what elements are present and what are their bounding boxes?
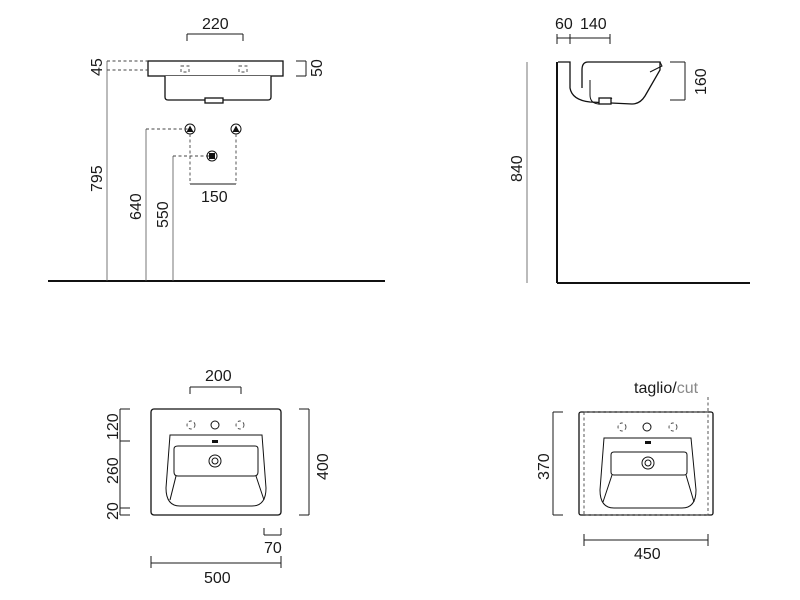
basin-rim — [147, 60, 284, 77]
dim-60-label: 60 — [555, 16, 573, 33]
tap-hole-right — [238, 65, 248, 73]
dim-500-label: 500 — [204, 570, 231, 587]
dim-220-label: 220 — [202, 16, 229, 33]
dim-45-label: 45 — [89, 58, 106, 76]
dim-400-label: 400 — [315, 453, 332, 480]
basin-waste-outlet — [204, 97, 224, 104]
waste-symbol-icon — [206, 150, 218, 162]
dim-840-label: 840 — [509, 155, 526, 182]
dim-450-label: 450 — [634, 546, 661, 563]
dim-160-label: 160 — [693, 68, 710, 95]
dim-260-label: 260 — [105, 457, 122, 484]
plan-view: 200 120 260 20 400 70 500 — [105, 368, 332, 587]
dim-150-label: 150 — [201, 189, 228, 206]
dim-20-label: 20 — [105, 502, 122, 520]
dim-550-label: 550 — [155, 201, 172, 228]
cut-view: taglio/cut 370 450 — [536, 380, 714, 563]
side-elevation: 60 140 160 840 — [509, 16, 750, 284]
dim-795-label: 795 — [89, 165, 106, 192]
dim-50-label: 50 — [309, 59, 326, 77]
plan-tap-hole-center — [210, 420, 220, 430]
plan-tap-hole-left — [186, 420, 196, 430]
dim-640-label: 640 — [128, 193, 145, 220]
cut-label: taglio/cut — [634, 380, 699, 397]
tap-hole-left — [180, 65, 190, 73]
dim-200-label: 200 — [205, 368, 232, 385]
plan-drain-icon — [208, 454, 222, 468]
basin-bowl — [164, 76, 272, 101]
cut-label-main: taglio/ — [634, 380, 677, 397]
cut-outline — [583, 411, 709, 516]
dim-370-label: 370 — [536, 453, 553, 480]
dim-120-label: 120 — [105, 413, 122, 440]
plan-tap-hole-right — [235, 420, 245, 430]
supply-right-icon — [230, 123, 242, 135]
dim-70-label: 70 — [264, 540, 282, 557]
side-basin-profile — [558, 61, 661, 105]
cut-label-accent: cut — [677, 380, 699, 397]
front-elevation: 220 45 50 795 640 550 — [48, 16, 385, 282]
cut-bowl — [599, 437, 697, 509]
dim-140-label: 140 — [580, 16, 607, 33]
plan-bowl — [165, 434, 267, 507]
cut-drain-icon — [641, 456, 655, 470]
